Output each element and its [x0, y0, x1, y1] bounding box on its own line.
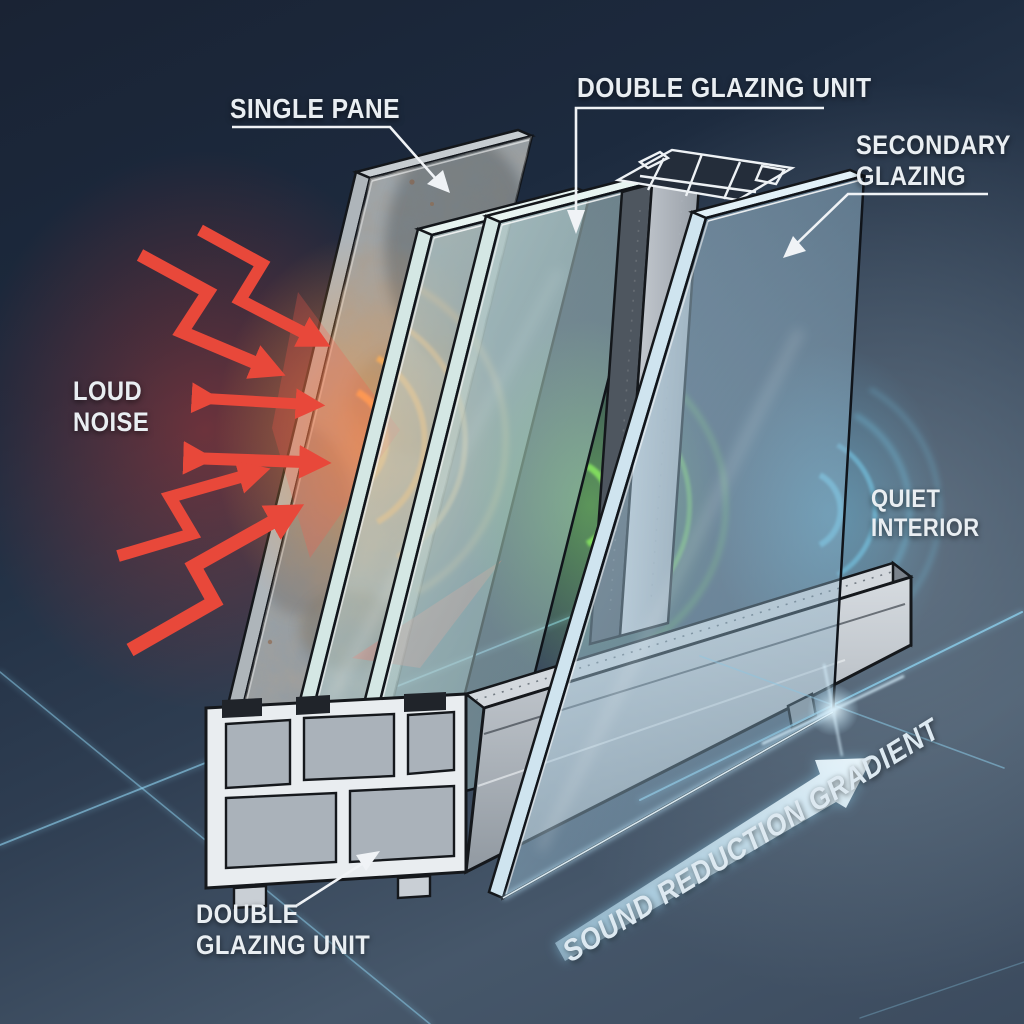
floor-flare — [502, 663, 905, 900]
label-quiet-interior-line1: QUIET — [871, 485, 941, 513]
single-pane-arrowhead — [427, 170, 450, 193]
sound-gradient-arrow — [555, 758, 872, 961]
secondary-glazing-arrowhead — [783, 236, 806, 258]
label-loud-noise-line1: LOUD — [73, 376, 143, 406]
double-glazing-bottom-arrowhead — [356, 851, 380, 871]
frame-head-profile — [614, 148, 796, 202]
label-loud-noise-line2: NOISE — [73, 406, 150, 437]
label-secondary-glazing: SECONDARY GLAZING — [856, 130, 1011, 192]
label-single-pane: SINGLE PANE — [230, 93, 401, 124]
label-double-glazing-bottom-line1: DOUBLE — [196, 899, 299, 929]
leader-lines — [232, 106, 988, 908]
double-glazing-arrowhead — [567, 210, 585, 234]
label-double-glazing-bottom: DOUBLE GLAZING UNIT — [196, 899, 370, 961]
secondary-glazing-pane — [487, 168, 868, 901]
label-secondary-glazing-line1: SECONDARY — [856, 130, 1011, 160]
noise-impact-flash — [272, 292, 400, 558]
secondary-glazing-leader — [787, 192, 988, 253]
sill-cross-section — [204, 692, 468, 910]
label-secondary-glazing-line2: GLAZING — [856, 160, 966, 191]
double-glazing-leader — [574, 106, 824, 224]
label-double-glazing-top: DOUBLE GLAZING UNIT — [577, 72, 872, 103]
label-double-glazing-bottom-line2: GLAZING UNIT — [196, 929, 371, 960]
label-quiet-interior-line2: INTERIOR — [871, 513, 980, 542]
single-pane-leader — [232, 125, 437, 180]
label-quiet-interior: QUIET INTERIOR — [871, 485, 980, 542]
double-glazing-bottom-leader — [295, 858, 369, 908]
label-loud-noise: LOUD NOISE — [73, 376, 149, 438]
